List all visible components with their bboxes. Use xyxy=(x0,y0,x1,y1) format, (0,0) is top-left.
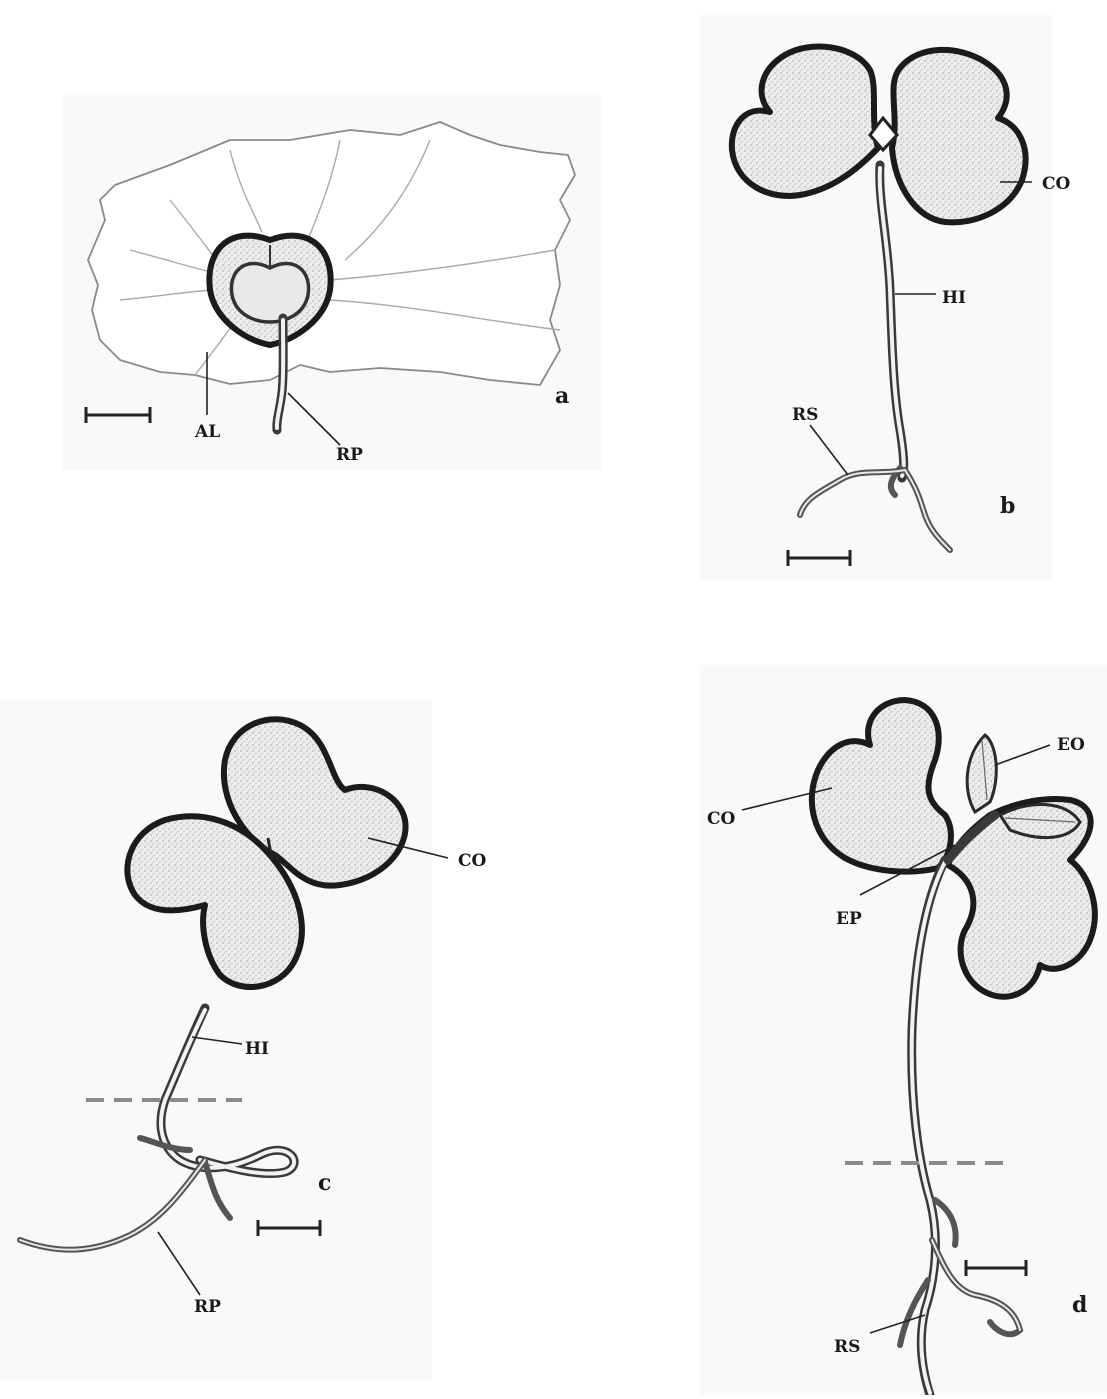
panel-letter-d: d xyxy=(1072,1292,1087,1318)
panel-letter-a: a xyxy=(555,383,569,409)
label-hi: HI xyxy=(942,288,966,308)
label-rs: RS xyxy=(792,405,818,425)
label-rs: RS xyxy=(834,1337,860,1357)
panel-letter-c: c xyxy=(318,1170,331,1196)
label-co: CO xyxy=(707,809,736,829)
label-ep: EP xyxy=(836,909,862,929)
panel-letter-b: b xyxy=(1000,493,1015,519)
label-hi: HI xyxy=(245,1039,269,1059)
label-rp: RP xyxy=(336,445,363,465)
label-co: CO xyxy=(458,851,487,871)
label-co: CO xyxy=(1042,174,1071,194)
label-al: AL xyxy=(194,422,220,442)
label-rp: RP xyxy=(194,1297,221,1317)
label-eo: EO xyxy=(1057,735,1085,755)
